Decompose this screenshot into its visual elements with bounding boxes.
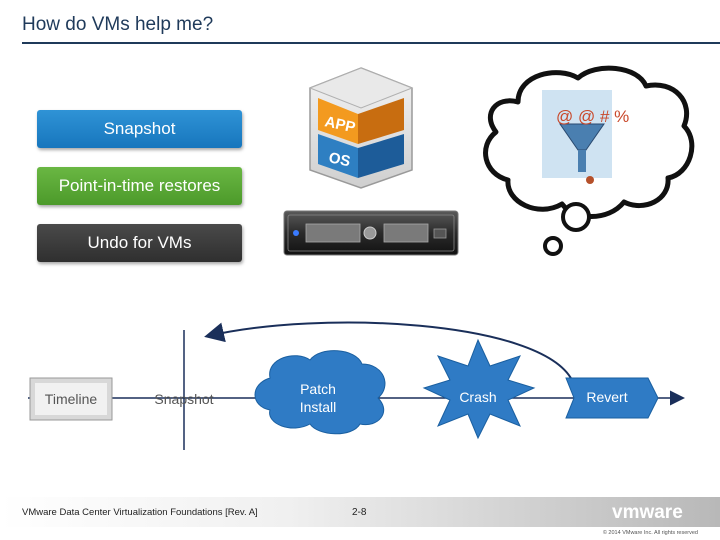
point-in-time-restores-pill: Point-in-time restores	[37, 167, 242, 205]
cube-os-label: OS	[327, 149, 352, 170]
timeline-box	[29, 377, 113, 421]
timeline-diagram	[28, 321, 685, 450]
crash-burst-icon	[422, 338, 536, 440]
undo-for-vms-pill: Undo for VMs	[37, 224, 242, 262]
copyright-notice: © 2014 VMware Inc. All rights reserved	[602, 530, 698, 536]
chaos-symbols: @ @ # %	[556, 107, 629, 126]
app-os-cube-icon: APP OS	[308, 67, 414, 189]
revert-curve-arrow	[204, 321, 573, 381]
thought-cloud-icon: @ @ # %	[483, 65, 695, 256]
crash-label: Crash	[459, 389, 497, 405]
footer-course-title: VMware Data Center Virtualization Founda…	[22, 507, 258, 518]
svg-text:vmware: vmware	[612, 502, 683, 523]
patch-install-label: Patch Install	[299, 381, 337, 415]
cube-app-label: APP	[323, 113, 357, 136]
snapshot-timeline-label: Snapshot	[154, 391, 214, 407]
footer-bar	[0, 497, 720, 527]
title-underline	[22, 42, 720, 44]
revert-label: Revert	[586, 389, 628, 405]
funnel-illustration	[542, 90, 612, 184]
slide-title: How do VMs help me?	[22, 14, 214, 35]
vmware-logo: vmware	[612, 502, 683, 523]
snapshot-pill: Snapshot	[37, 110, 242, 148]
server-icon	[283, 210, 459, 256]
timeline-label: Timeline	[44, 391, 98, 407]
page-number: 2-8	[352, 507, 367, 518]
revert-arrow-shape	[565, 377, 659, 419]
patch-install-cloud	[254, 350, 386, 435]
